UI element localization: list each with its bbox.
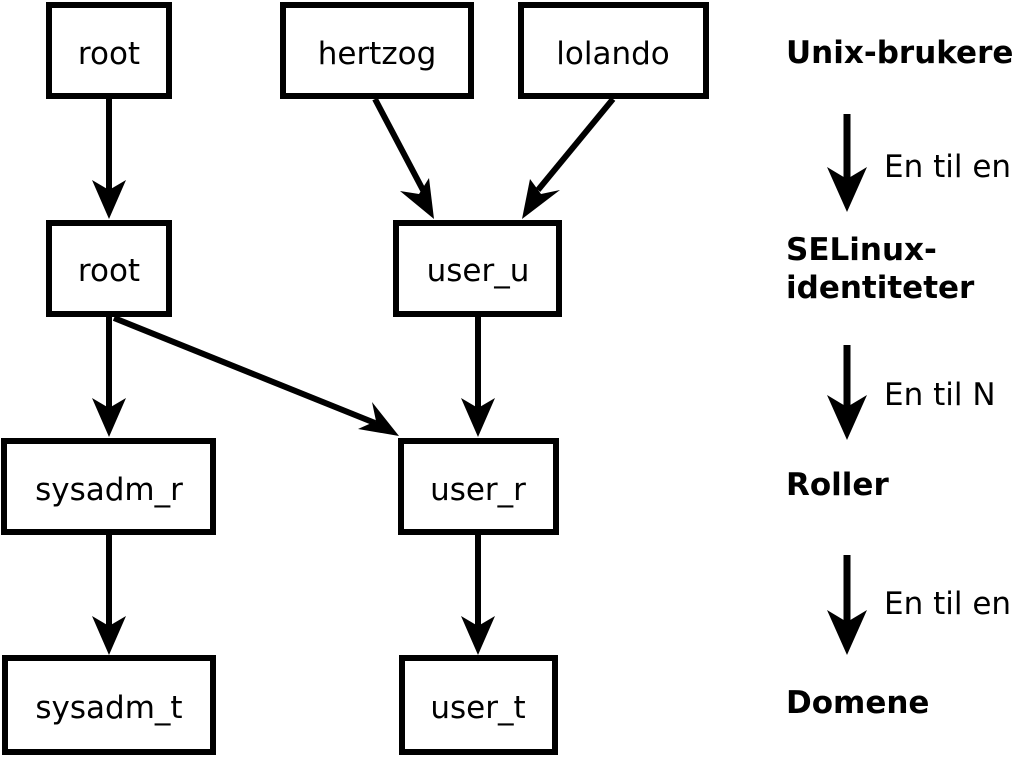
arrow-head-icon bbox=[522, 179, 560, 219]
edge-user-r-to-user-t bbox=[461, 535, 495, 655]
node-label: lolando bbox=[556, 36, 669, 72]
node-selinux-user-u[interactable]: user_u bbox=[393, 220, 562, 317]
node-unix-hertzog[interactable]: hertzog bbox=[280, 2, 474, 99]
node-label: hertzog bbox=[318, 36, 437, 72]
edge-unix-root-to-sel-root bbox=[92, 99, 126, 219]
legend-tier-selinux-line1: SELinux- bbox=[786, 232, 937, 268]
legend-relation-2-label: En til N bbox=[884, 377, 996, 413]
arrow-head-icon bbox=[461, 616, 495, 655]
arrow-head-icon bbox=[400, 178, 434, 219]
edge-sel-root-to-sysadm-r bbox=[92, 317, 126, 437]
legend-arrow-1 bbox=[827, 114, 867, 212]
node-unix-lolando[interactable]: lolando bbox=[518, 2, 709, 99]
node-label: root bbox=[78, 36, 140, 72]
edge-user-u-to-user-r bbox=[461, 317, 495, 437]
node-role-sysadm-r[interactable]: sysadm_r bbox=[1, 438, 216, 535]
arrow-head-icon bbox=[827, 167, 867, 212]
edge-lolando-to-user-u bbox=[522, 97, 616, 219]
node-role-user-r[interactable]: user_r bbox=[398, 438, 559, 535]
legend-tier-domene: Domene bbox=[786, 685, 929, 721]
node-domain-user-t[interactable]: user_t bbox=[399, 655, 558, 755]
arrow-head-icon bbox=[92, 616, 126, 655]
node-label: sysadm_t bbox=[35, 690, 182, 726]
arrow-head-icon bbox=[827, 395, 867, 440]
edge-hertzog-to-user-u bbox=[372, 97, 434, 219]
node-label: user_r bbox=[430, 472, 526, 508]
arrow-head-icon bbox=[92, 180, 126, 219]
legend-tier-selinux-line2: identiteter bbox=[786, 270, 975, 306]
arrow-head-icon bbox=[358, 402, 399, 436]
arrow-head-icon bbox=[92, 398, 126, 437]
node-selinux-root[interactable]: root bbox=[46, 220, 172, 317]
node-label: user_t bbox=[430, 690, 525, 726]
arrow-head-icon bbox=[461, 398, 495, 437]
legend-tier-unix-brukere: Unix-brukere bbox=[786, 35, 1013, 71]
node-label: sysadm_r bbox=[35, 472, 183, 508]
arrow-head-icon bbox=[827, 610, 867, 655]
node-label: user_u bbox=[427, 253, 530, 289]
legend-relation-3-label: En til en bbox=[884, 586, 1011, 622]
legend-arrow-3 bbox=[827, 555, 867, 655]
edge-sysadm-r-to-sysadm-t bbox=[92, 535, 126, 655]
legend-tier-roller: Roller bbox=[786, 467, 889, 503]
node-label: root bbox=[78, 253, 140, 289]
legend-arrow-2 bbox=[827, 345, 867, 440]
node-domain-sysadm-t[interactable]: sysadm_t bbox=[2, 655, 216, 755]
edge-sel-root-to-user-r bbox=[112, 315, 399, 436]
legend-relation-1-label: En til en bbox=[884, 149, 1011, 185]
node-unix-root[interactable]: root bbox=[46, 2, 172, 99]
